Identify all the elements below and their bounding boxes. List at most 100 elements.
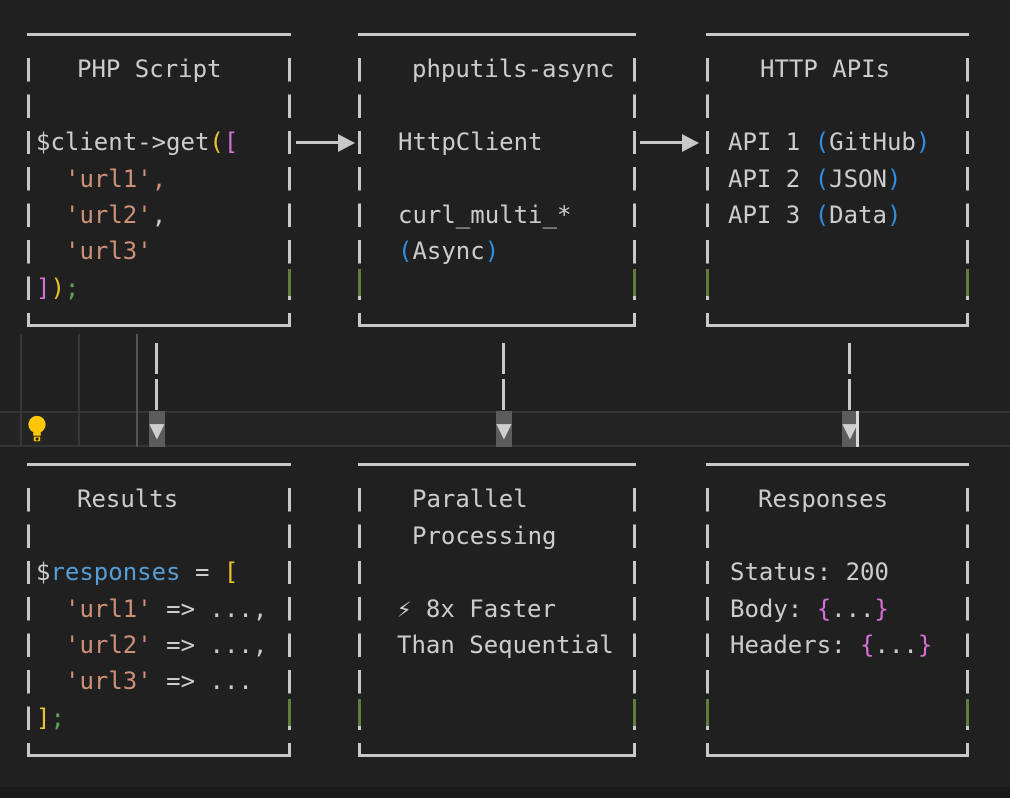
code-token: API 3 bbox=[728, 201, 815, 229]
box-border-top bbox=[358, 463, 636, 466]
code-token: { bbox=[816, 595, 832, 623]
box-title-phputils-async[interactable]: phputils-async bbox=[412, 51, 614, 87]
code-line[interactable]: ]; bbox=[36, 700, 65, 736]
code-token: $client->get bbox=[36, 128, 210, 156]
box-title-php-script[interactable]: PHP Script bbox=[77, 51, 222, 87]
code-line[interactable]: Status: 200 bbox=[730, 554, 889, 590]
code-token: API 1 bbox=[728, 128, 815, 156]
box-title-parallel[interactable]: Parallel bbox=[412, 481, 528, 517]
box-title-responses[interactable]: Responses bbox=[758, 481, 888, 517]
code-token: 'url1', bbox=[65, 165, 167, 193]
code-line[interactable]: API 1 (GitHub) bbox=[728, 124, 930, 160]
code-token: 'url3' bbox=[65, 237, 152, 265]
box-border-left bbox=[27, 475, 30, 754]
code-token: $ bbox=[36, 558, 51, 586]
box-border-right bbox=[633, 45, 636, 324]
box-border-bottom bbox=[27, 754, 291, 757]
code-line[interactable]: 'url1', bbox=[65, 161, 166, 197]
code-line[interactable]: API 3 (Data) bbox=[728, 197, 901, 233]
box-title-http-apis[interactable]: HTTP APIs bbox=[760, 51, 890, 87]
down-arrow-marker: ▼ bbox=[842, 418, 858, 442]
code-token: ( bbox=[398, 237, 413, 265]
code-token: ] bbox=[36, 704, 51, 732]
code-token: PHP Script bbox=[77, 55, 222, 83]
box-border-top bbox=[27, 33, 291, 36]
box-border-top bbox=[358, 33, 636, 36]
right-arrow-head-icon bbox=[682, 134, 699, 152]
box-border-right bbox=[288, 45, 291, 324]
code-token: Responses bbox=[758, 485, 889, 513]
code-token: curl_multi_* bbox=[398, 201, 572, 229]
code-token: ) bbox=[915, 128, 931, 156]
code-line[interactable]: 'url2', bbox=[65, 197, 166, 233]
code-line[interactable]: HttpClient bbox=[398, 124, 543, 160]
right-arrow-head-icon bbox=[338, 134, 355, 152]
box-title-results[interactable]: Results bbox=[77, 481, 178, 517]
code-token: } bbox=[917, 631, 933, 659]
code-line[interactable]: 'url3' => ... bbox=[65, 663, 253, 699]
code-token: Results bbox=[77, 485, 179, 513]
code-token: Parallel bbox=[412, 485, 528, 513]
green-border-segment bbox=[706, 269, 709, 296]
code-token: Than Sequential bbox=[397, 631, 614, 659]
code-line[interactable]: $responses = [ bbox=[36, 554, 238, 590]
box-border-bottom bbox=[358, 324, 636, 327]
code-line[interactable]: 'url1' => ..., bbox=[65, 591, 267, 627]
box-border-left bbox=[358, 45, 361, 324]
code-line[interactable]: ⚡ 8x Faster bbox=[397, 591, 556, 627]
box-border-top bbox=[27, 463, 291, 466]
code-line[interactable]: Body: {...} bbox=[730, 591, 889, 627]
box-border-right bbox=[966, 475, 969, 754]
green-border-segment bbox=[633, 699, 636, 726]
code-line[interactable]: curl_multi_* bbox=[398, 197, 571, 233]
code-line[interactable]: (Async) bbox=[398, 233, 499, 269]
code-line[interactable]: Headers: {...} bbox=[730, 627, 932, 663]
code-token: ( bbox=[209, 128, 224, 156]
code-token: Headers: bbox=[730, 631, 861, 659]
box-border-bottom bbox=[358, 754, 636, 757]
green-border-segment bbox=[288, 699, 291, 726]
code-token: => ..., bbox=[151, 595, 268, 623]
green-border-segment bbox=[358, 699, 361, 726]
code-line[interactable]: 'url2' => ..., bbox=[65, 627, 267, 663]
box-border-left bbox=[706, 475, 709, 754]
code-token: 'url2' bbox=[65, 631, 152, 659]
code-line[interactable]: $client->get([ bbox=[36, 124, 238, 160]
connector-dash bbox=[502, 343, 505, 374]
code-line[interactable]: 'url3' bbox=[65, 233, 152, 269]
code-token: ; bbox=[50, 704, 65, 732]
code-token: ) bbox=[50, 274, 65, 302]
code-token: [ bbox=[223, 558, 239, 586]
code-token: ) bbox=[484, 237, 500, 265]
code-token: , bbox=[151, 201, 167, 229]
code-token: Status: 200 bbox=[730, 558, 889, 586]
box-border-top bbox=[706, 33, 969, 36]
code-line[interactable]: API 2 (JSON) bbox=[728, 161, 901, 197]
lightbulb-icon[interactable] bbox=[27, 414, 47, 442]
diagram-box-php-script: PHP Script $client->get([ 'url1', 'url2'… bbox=[27, 33, 291, 327]
match-highlight: ▼ bbox=[149, 411, 165, 447]
code-token: => ..., bbox=[151, 631, 268, 659]
code-token: ( bbox=[814, 201, 830, 229]
diagram-box-phputils-async: phputils-async HttpClient curl_multi_* (… bbox=[358, 33, 636, 327]
text-cursor bbox=[856, 411, 859, 447]
box-title-processing[interactable]: Processing bbox=[412, 518, 557, 554]
code-token: phputils-async bbox=[412, 55, 615, 83]
green-border-segment bbox=[358, 269, 361, 296]
code-line[interactable]: Than Sequential bbox=[397, 627, 614, 663]
match-highlight: ▼ bbox=[496, 411, 512, 447]
code-token: ) bbox=[886, 201, 902, 229]
box-border-right bbox=[633, 475, 636, 754]
diagram-box-responses: Responses Status: 200 Body: {...} Header… bbox=[706, 463, 969, 757]
code-line[interactable]: ]); bbox=[36, 270, 79, 306]
green-border-segment bbox=[288, 269, 291, 296]
code-token: API 2 bbox=[728, 165, 815, 193]
code-token: } bbox=[874, 595, 889, 623]
connector-dash bbox=[155, 379, 158, 410]
match-highlight: ▼ bbox=[842, 411, 858, 447]
green-border-segment bbox=[633, 269, 636, 296]
box-border-left bbox=[706, 45, 709, 324]
box-border-bottom bbox=[27, 324, 291, 327]
box-border-left bbox=[27, 45, 30, 324]
